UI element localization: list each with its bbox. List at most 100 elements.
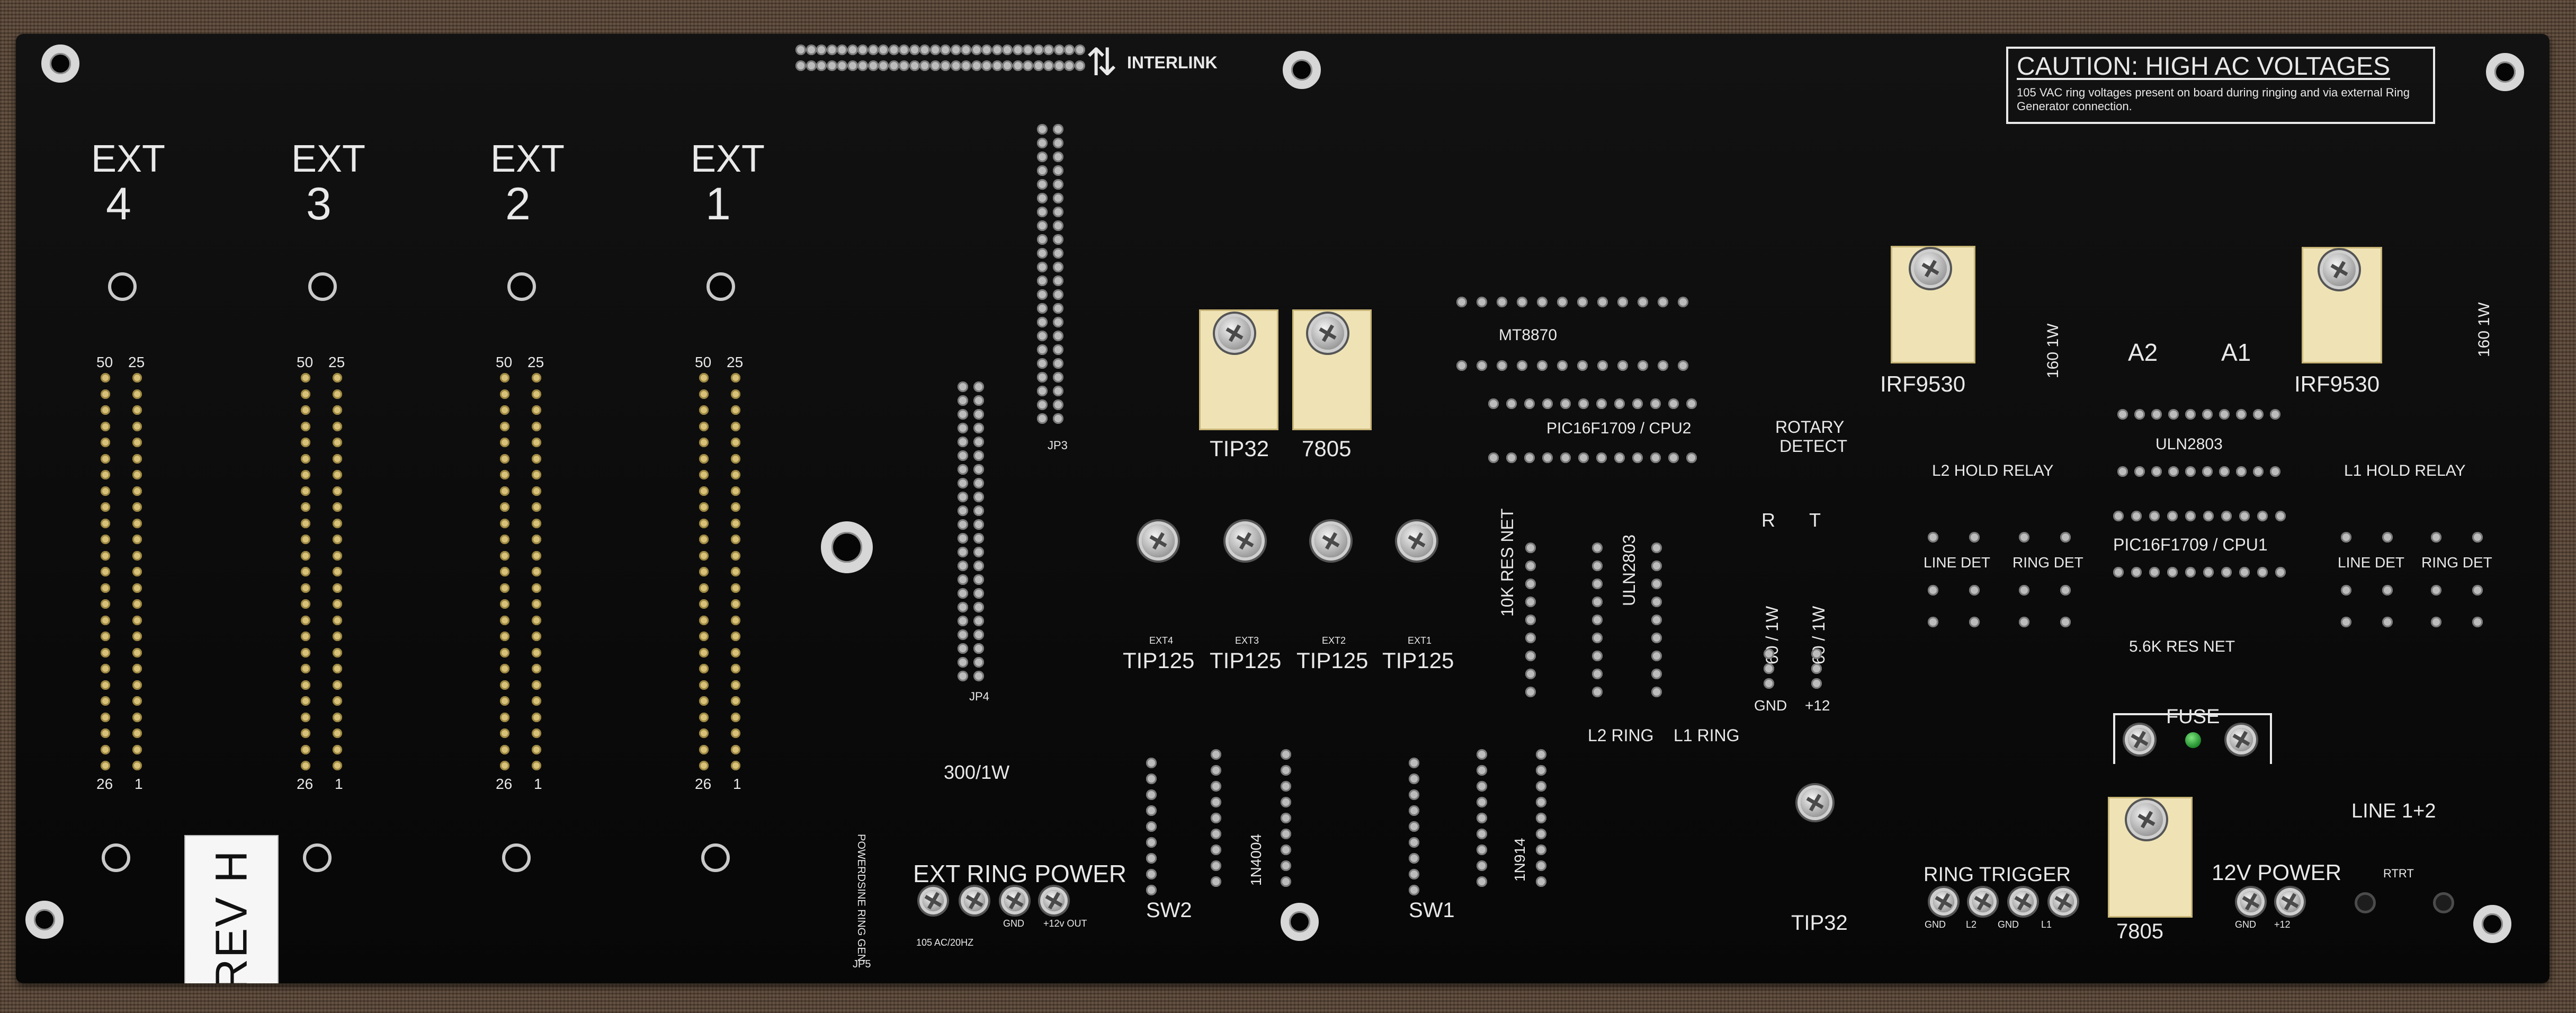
connector-hole xyxy=(507,272,536,301)
ic-pad xyxy=(2275,567,2286,577)
connector-pad xyxy=(132,728,142,738)
ic-pad xyxy=(1146,789,1157,800)
connector-pad xyxy=(301,518,310,528)
label-plus12: +12 xyxy=(1805,697,1830,714)
screw-icon xyxy=(2230,728,2253,751)
connector-pad xyxy=(132,696,142,706)
connector-pad xyxy=(532,405,541,415)
ic-pad xyxy=(2203,511,2214,521)
connector-pad xyxy=(532,438,541,447)
ic-pad xyxy=(1560,398,1571,409)
resistor-pad xyxy=(1811,678,1822,689)
connector-pad xyxy=(699,599,709,609)
connector-pad xyxy=(731,373,740,383)
label-uln2803-left: ULN2803 xyxy=(1620,534,1639,606)
mounting-hole xyxy=(41,45,79,83)
label-ring-det-left: RING DET xyxy=(2012,554,2083,571)
header-pad xyxy=(929,45,941,55)
header-pad xyxy=(1053,317,1063,327)
connector-pad xyxy=(301,615,310,625)
connector-pad xyxy=(699,583,709,593)
header-pad xyxy=(973,588,984,599)
header-pad xyxy=(973,395,984,406)
connector-pad xyxy=(132,664,142,673)
label-sw1: SW1 xyxy=(1409,899,1455,922)
header-pad xyxy=(1037,152,1048,162)
relay-pad xyxy=(2431,617,2441,627)
ic-pad xyxy=(1577,360,1588,371)
ic-pad xyxy=(2202,409,2213,420)
label-ext-ring-sub: 105 AC/20HZ xyxy=(916,937,974,948)
connector-pad xyxy=(333,615,342,625)
header-pad xyxy=(958,561,968,571)
label-ext3: EXT3 xyxy=(1235,635,1259,646)
resistor-pad xyxy=(1764,663,1774,674)
fuse-outline xyxy=(2113,713,2272,764)
ic-pad xyxy=(1409,837,1419,848)
ic-pad xyxy=(1497,360,1507,371)
ic-pad xyxy=(2219,409,2230,420)
connector-pad xyxy=(532,744,541,754)
header-pad xyxy=(973,671,984,681)
ic-pad xyxy=(1542,398,1553,409)
connector-pad xyxy=(101,405,110,415)
ic-pad xyxy=(2221,567,2232,577)
connector-pad xyxy=(101,712,110,722)
ic-pad xyxy=(1536,876,1546,887)
connector-pad xyxy=(333,744,342,754)
header-pad xyxy=(847,60,858,71)
header-pad xyxy=(1037,317,1048,327)
connector-pad xyxy=(301,438,310,447)
ic-pad xyxy=(1614,452,1625,463)
header-pad xyxy=(940,60,951,71)
header-pad xyxy=(1053,152,1063,162)
label-7805: 7805 xyxy=(1302,436,1352,461)
header-pad xyxy=(1037,289,1048,300)
header-pad xyxy=(1037,138,1048,148)
ic-pad xyxy=(2167,511,2178,521)
connector-pad xyxy=(731,486,740,496)
relay-pad xyxy=(2472,585,2483,596)
label-uln2803-right: ULN2803 xyxy=(2155,436,2223,453)
connector-pad xyxy=(101,502,110,512)
connector-pad xyxy=(301,647,310,657)
connector-pad xyxy=(101,454,110,464)
connector-pad xyxy=(731,502,740,512)
connector-pad xyxy=(301,389,310,399)
connector-pad xyxy=(301,454,310,464)
relay-pad xyxy=(2341,617,2351,627)
connector-pad xyxy=(132,438,142,447)
header-pad xyxy=(958,629,968,640)
ic-pad xyxy=(1488,452,1499,463)
terminal-screw-icon xyxy=(1933,891,1954,912)
pin-label: 25 xyxy=(128,354,145,370)
ic-pad xyxy=(2134,409,2145,420)
connector-hole xyxy=(308,272,337,301)
ic-pad xyxy=(1409,853,1419,864)
header-pad xyxy=(973,381,984,392)
header-pad xyxy=(1053,179,1063,190)
connector-pad xyxy=(532,389,541,399)
header-pad xyxy=(1043,45,1054,55)
header-pad xyxy=(1012,60,1023,71)
header-pad xyxy=(1037,262,1048,272)
connector-pad xyxy=(500,535,509,544)
label-irf9530-right: IRF9530 xyxy=(2294,371,2380,396)
header-pad xyxy=(1053,386,1063,396)
header-pad xyxy=(1037,179,1048,190)
ic-pad xyxy=(1146,885,1157,895)
connector-pad xyxy=(301,632,310,641)
connector-hole xyxy=(102,843,130,872)
header-pad xyxy=(958,574,968,585)
header-pad xyxy=(1053,399,1063,410)
terminal-screw-icon xyxy=(2053,891,2074,912)
ic-pad xyxy=(1578,398,1589,409)
header-pad xyxy=(1053,124,1063,135)
header-pad xyxy=(958,533,968,544)
relay-pad xyxy=(2472,617,2483,627)
ic-pad xyxy=(1525,561,1536,571)
resistor-pad xyxy=(1811,663,1822,674)
ic-pad xyxy=(1578,452,1589,463)
connector-pad xyxy=(500,696,509,706)
pin-label: 1 xyxy=(733,776,741,792)
